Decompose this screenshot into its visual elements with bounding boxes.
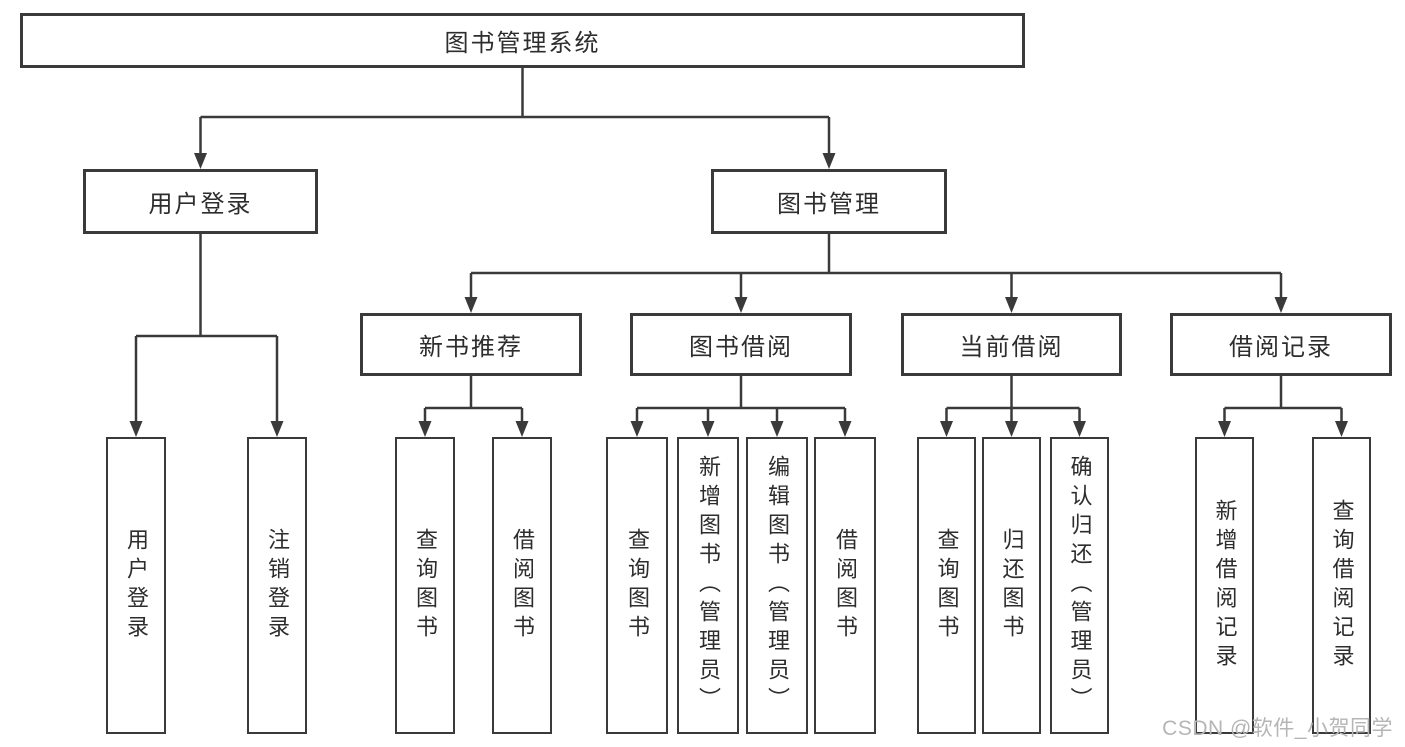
connector-new-book-children: [418, 376, 529, 437]
node-library-management-system: 图书管理系统: [20, 13, 1025, 68]
leaf-recommend-borrow-books: 借阅图书: [492, 437, 552, 734]
arrowhead: [770, 421, 784, 437]
leaf-current-confirm-return-admin: 确认归还（管理员）: [1050, 437, 1109, 734]
node-current-borrow: 当前借阅: [901, 313, 1122, 376]
leaf-borrow-edit-books-admin: 编辑图书（管理员）: [746, 437, 808, 734]
arrowhead: [630, 421, 644, 437]
node-book-management: 图书管理: [711, 169, 947, 234]
leaf-current-return-books: 归还图书: [982, 437, 1041, 734]
arrowhead: [1335, 421, 1348, 437]
leaf-logout: 注销登录: [247, 437, 307, 734]
arrowhead: [515, 421, 529, 437]
node-book-borrow: 图书借阅: [630, 313, 852, 376]
node-borrow-records: 借阅记录: [1170, 313, 1392, 376]
connector-book-management-children: [464, 234, 1288, 313]
node-new-book-recommend: 新书推荐: [360, 313, 582, 376]
arrowhead: [734, 297, 748, 313]
connector-user-login-children: [129, 234, 284, 437]
leaf-borrow-borrow-books: 借阅图书: [814, 437, 876, 734]
connector-root-to-level2: [194, 68, 836, 169]
arrowhead: [838, 421, 852, 437]
arrowhead: [822, 153, 836, 169]
arrowhead: [701, 421, 715, 437]
watermark: CSDN @软件_小贺同学: [1162, 717, 1393, 740]
arrowhead: [418, 421, 432, 437]
leaf-borrow-query-books: 查询图书: [606, 437, 668, 734]
arrowhead: [940, 421, 953, 437]
arrowhead: [1274, 297, 1288, 313]
leaf-recommend-query-books: 查询图书: [395, 437, 455, 734]
arrowhead: [464, 297, 478, 313]
arrowhead: [1005, 297, 1018, 313]
leaf-user-login: 用户登录: [106, 437, 166, 734]
node-user-login: 用户登录: [83, 169, 318, 234]
arrowhead: [1218, 421, 1231, 437]
leaf-records-add-record: 新增借阅记录: [1195, 437, 1254, 734]
arrowhead: [1073, 421, 1086, 437]
arrowhead: [194, 153, 207, 169]
leaf-borrow-add-books-admin: 新增图书（管理员）: [677, 437, 739, 734]
arrowhead: [1005, 421, 1018, 437]
arrowhead: [129, 421, 143, 437]
leaf-current-query-books: 查询图书: [917, 437, 976, 734]
connector-book-borrow-children: [630, 376, 852, 437]
connector-current-borrow-children: [940, 376, 1086, 437]
arrowhead: [270, 421, 284, 437]
connector-borrow-records-children: [1218, 376, 1348, 437]
leaf-records-query-record: 查询借阅记录: [1312, 437, 1371, 734]
